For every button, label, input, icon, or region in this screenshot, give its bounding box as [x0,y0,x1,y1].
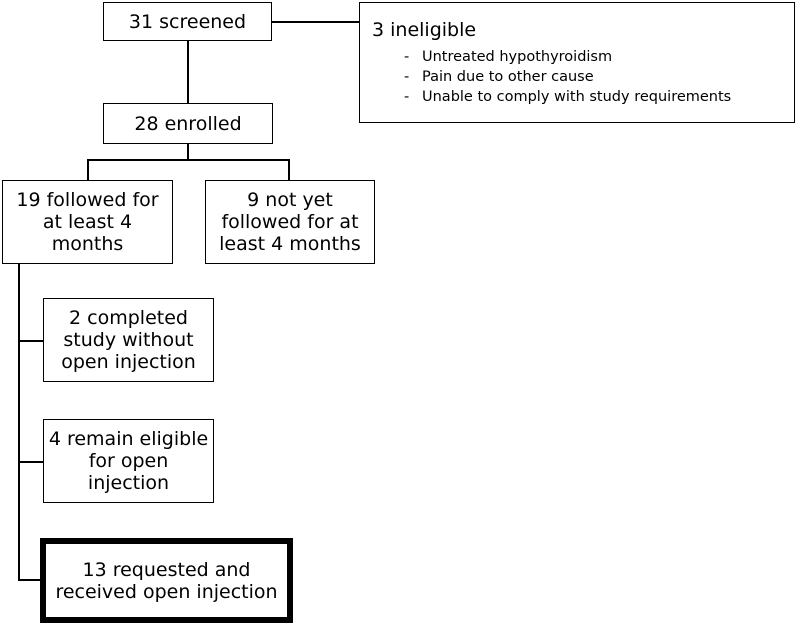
enrolled-label: 28 enrolled [134,112,242,135]
connector-split-right [288,159,290,180]
received-box: 13 requested and received open injection [40,538,293,623]
dash-bullet-icon: - [404,49,410,65]
screened-label: 31 screened [128,10,247,33]
connector-to-completed [18,340,43,342]
connector-enrolled-split [187,144,189,160]
ineligible-box: 3 ineligible -Untreated hypothyroidism -… [359,2,795,123]
enrolled-box: 28 enrolled [103,103,273,144]
connector-screened-enrolled [187,40,189,103]
received-label: 13 requested and received open injection [55,558,278,603]
not-followed-label: 9 not yet followed for at least 4 months [219,189,361,255]
connector-to-received [18,579,43,581]
dash-bullet-icon: - [404,69,410,85]
followed-box: 19 followed for at least 4 months [2,180,173,264]
remain-eligible-box: 4 remain eligible for open injection [43,419,214,503]
ineligible-reasons-list: -Untreated hypothyroidism -Pain due to o… [404,47,784,107]
ineligible-title: 3 ineligible [372,19,477,41]
dash-bullet-icon: - [404,89,410,105]
connector-split-left [87,159,89,180]
connector-followed-trunk [18,264,20,580]
connector-to-remain-eligible [18,461,43,463]
remain-eligible-label: 4 remain eligible for open injection [48,428,209,494]
not-followed-box: 9 not yet followed for at least 4 months [205,180,375,264]
completed-label: 2 completed study without open injection [61,307,196,373]
screened-box: 31 screened [103,2,272,41]
ineligible-reason: -Pain due to other cause [404,69,594,85]
ineligible-reason: -Untreated hypothyroidism [404,49,613,65]
connector-split-horizontal [87,159,289,161]
ineligible-reason: -Unable to comply with study requirement… [404,89,732,105]
followed-label: 19 followed for at least 4 months [16,189,159,255]
connector-screened-ineligible [272,21,359,23]
completed-box: 2 completed study without open injection [43,298,214,382]
